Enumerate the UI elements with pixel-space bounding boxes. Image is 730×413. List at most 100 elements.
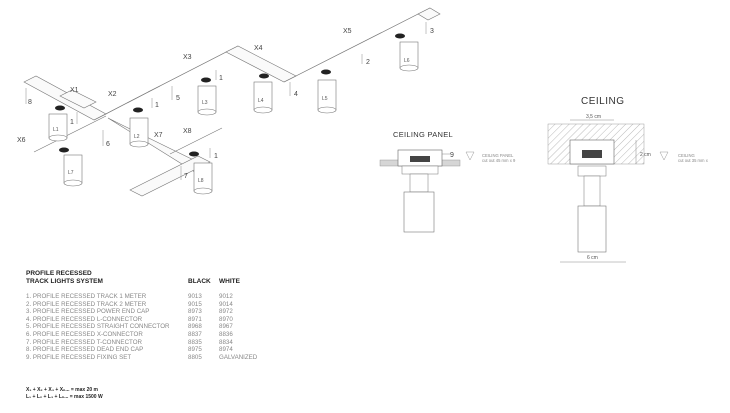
item-name: 2. PROFILE RECESSED TRACK 2 METER <box>26 300 147 308</box>
lamp-l6 <box>395 33 419 72</box>
lamps <box>48 33 419 195</box>
segment-label: X4 <box>254 45 263 52</box>
section-title: CEILING PANEL <box>393 130 453 139</box>
item-name: 9. PROFILE RECESSED FIXING SET <box>26 353 132 361</box>
lamp-label: L7 <box>68 170 74 176</box>
lamp-labels: L1 L2 L3 L4 L5 L6 L7 L8 <box>53 58 410 184</box>
callout-number: 8 <box>28 99 32 106</box>
callouts: 8 1 6 1 5 1 4 2 3 7 1 <box>25 22 434 180</box>
spec-title-line1: PROFILE RECESSED <box>26 270 92 277</box>
track-end <box>417 7 441 21</box>
callout-number: 1 <box>219 75 223 82</box>
capacity-formula: X₁ + X₂ + X₃ + Xₙ... = max 20 m L₁ + L₂ … <box>26 387 103 401</box>
item-white-code: 8974 <box>219 346 233 354</box>
spec-row: 7. PROFILE RECESSED T-CONNECTOR 8835 8834 <box>26 339 286 347</box>
ceiling-section: CEILING 3,5 cm 2 cm 6 cm CEILING cut out… <box>547 96 709 263</box>
item-white-code: 9012 <box>219 293 233 300</box>
segment-label: X1 <box>70 87 79 94</box>
callout-number: 4 <box>294 91 298 98</box>
spec-row: 8. PROFILE RECESSED DEAD END CAP 8975 8974 <box>26 346 286 354</box>
item-black-code: 8805 <box>188 353 202 361</box>
item-black-code: 9013 <box>188 293 202 300</box>
item-black-code: 8968 <box>188 323 202 331</box>
track-segment <box>147 45 239 93</box>
col-black-header: BLACK <box>188 278 211 285</box>
segment-label: X5 <box>343 28 352 35</box>
dim-width-bottom: 6 cm <box>587 255 598 261</box>
lamp-label: L3 <box>202 100 208 106</box>
item-white-code: GALVANIZED <box>219 353 258 361</box>
item-name: 3. PROFILE RECESSED POWER END CAP <box>26 308 150 316</box>
item-name: 7. PROFILE RECESSED T-CONNECTOR <box>26 338 142 346</box>
callout-number: 1 <box>155 102 159 109</box>
lamp-label: L2 <box>134 134 140 140</box>
item-white-code: 8836 <box>219 330 233 338</box>
panel-note: CEILING PANEL <box>482 153 514 158</box>
lamp-l5 <box>317 69 337 114</box>
col-white-header: WHITE <box>219 278 240 285</box>
item-white-code: 8970 <box>219 315 233 323</box>
track-segment <box>169 127 223 155</box>
dim-width-top: 3,5 cm <box>586 114 601 120</box>
spec-row: 4. PROFILE RECESSED L-CONNECTOR 8971 8970 <box>26 316 286 324</box>
section-title: CEILING <box>581 96 625 107</box>
item-name: 6. PROFILE RECESSED X-CONNECTOR <box>26 330 143 338</box>
track-segment <box>33 115 107 153</box>
ceiling-panel-section: CEILING PANEL 9 CEILING PANEL cut out 45… <box>379 130 516 233</box>
track-segment <box>129 155 211 197</box>
item-black-code: 8975 <box>188 346 202 354</box>
callout-number: 1 <box>214 153 218 160</box>
spec-title-line2: TRACK LIGHTS SYSTEM <box>26 278 103 285</box>
lamp-l3 <box>197 77 217 116</box>
item-black-code: 8837 <box>188 330 202 338</box>
item-name: 8. PROFILE RECESSED DEAD END CAP <box>26 346 144 354</box>
segment-label: X8 <box>183 128 192 135</box>
callout-number: 9 <box>450 152 454 159</box>
lamp-l1 <box>48 105 68 142</box>
lamp-label: L6 <box>404 58 410 64</box>
callout-number: 2 <box>366 59 370 66</box>
lamp-label: L5 <box>322 96 328 102</box>
lamp-l2 <box>129 107 149 148</box>
callout-number: 1 <box>70 119 74 126</box>
ceiling-note-sub: cut out 35 mm x <box>678 158 709 163</box>
callout-number: 6 <box>106 141 110 148</box>
item-name: 4. PROFILE RECESSED L-CONNECTOR <box>26 315 143 323</box>
dim-height: 2 cm <box>640 152 651 158</box>
lamp-l8 <box>189 151 213 195</box>
segment-label: X7 <box>154 132 163 139</box>
lamp-label: L1 <box>53 127 59 133</box>
spec-row: 5. PROFILE RECESSED STRAIGHT CONNECTOR 89… <box>26 323 286 331</box>
spec-row: 9. PROFILE RECESSED FIXING SET 8805 GALVAN… <box>26 354 286 362</box>
item-black-code: 8835 <box>188 338 202 346</box>
spec-row: 2. PROFILE RECESSED TRACK 2 METER 9015 901… <box>26 301 286 309</box>
segment-labels: X1 X2 X3 X4 X5 X6 X7 X8 <box>17 28 352 144</box>
lamp-l7 <box>59 147 83 187</box>
formula-length: X₁ + X₂ + X₃ + Xₙ... = max 20 m <box>26 387 98 393</box>
lamp-label: L8 <box>198 178 204 184</box>
segment-label: X3 <box>183 54 192 61</box>
item-white-code: 8834 <box>219 338 233 346</box>
segment-label: X6 <box>17 137 26 144</box>
callout-number: 3 <box>430 28 434 35</box>
item-black-code: 8971 <box>188 315 202 323</box>
lamp-l4 <box>253 73 273 114</box>
panel-note-sub: cut out 45 mm x 9 <box>482 158 516 163</box>
track-segment <box>59 89 97 109</box>
segment-label: X2 <box>108 91 117 98</box>
callout-number: 5 <box>176 95 180 102</box>
lamp-label: L4 <box>258 98 264 104</box>
spec-row: 3. PROFILE RECESSED POWER END CAP 8973 897… <box>26 308 286 316</box>
spec-row: 6. PROFILE RECESSED X-CONNECTOR 8837 8836 <box>26 331 286 339</box>
item-black-code: 8973 <box>188 308 202 316</box>
item-white-code: 9014 <box>219 300 233 308</box>
formula-power: L₁ + L₂ + L₃ + Lₙ... = max 1500 W <box>26 394 103 400</box>
item-black-code: 9015 <box>188 300 202 308</box>
track-layout <box>23 7 441 197</box>
item-white-code: 8972 <box>219 308 233 316</box>
ceiling-note: CEILING <box>678 153 695 158</box>
item-name: 5. PROFILE RECESSED STRAIGHT CONNECTOR <box>26 323 170 331</box>
